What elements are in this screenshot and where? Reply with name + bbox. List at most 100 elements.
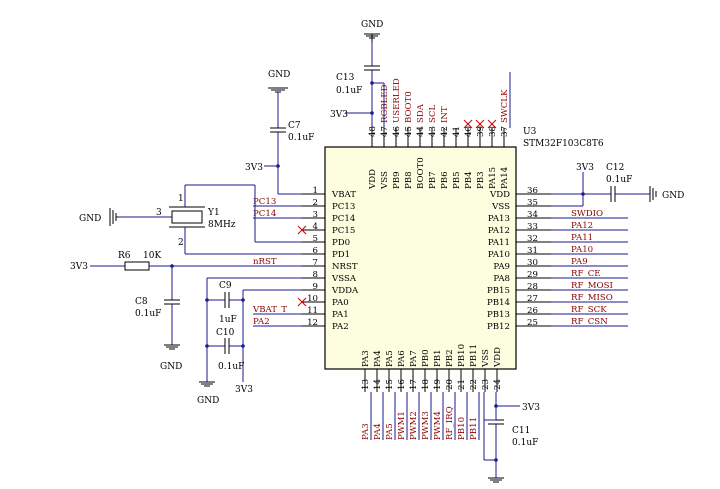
top-pin-group: 48VDD47VSSRGBLED46PB9USERLED45PB8BOOT044… [368, 72, 511, 190]
c11-ref: C11 [512, 426, 530, 436]
analog-decoupling: C9 1uF C10 0.1uF GND 3V3 [197, 277, 302, 406]
vdda-3v3-label: 3V3 [235, 385, 253, 395]
pin-45-name: PB8 [404, 171, 414, 189]
pin-33-number: 33 [527, 222, 538, 232]
pin-16-name: PA6 [397, 350, 407, 367]
gnd-label-c8: GND [160, 362, 182, 372]
pin-5-name: PD0 [332, 238, 350, 248]
pin-42-number: 42 [440, 126, 450, 137]
c7-ref: C7 [288, 121, 301, 131]
pin-46-number: 46 [392, 126, 402, 137]
pin-48-number: 48 [368, 126, 378, 137]
net-label-swdio: SWDIO [571, 209, 603, 219]
net-label-nrst: nRST [253, 257, 277, 267]
c8-ref: C8 [135, 297, 148, 307]
pin-12-name: PA2 [332, 322, 349, 332]
c10-ref: C10 [216, 328, 235, 338]
pin-23-name: VSS [481, 349, 491, 368]
pin-31-name: PA10 [488, 250, 510, 260]
net-label-pc14: PC14 [253, 209, 277, 219]
pin-28-number: 28 [527, 282, 538, 292]
pin-44-number: 44 [416, 126, 426, 137]
gnd-symbol-crystal: GND [79, 208, 118, 226]
c7-decoupling: GND C7 0.1uF 3V3 [245, 70, 314, 195]
pin-41-number: 41 [452, 126, 462, 137]
net-label-rf_miso: RF_MISO [571, 293, 613, 303]
pin-37-number: 37 [500, 126, 510, 137]
pin-21-number: 21 [457, 379, 467, 390]
net-label-pwm2: PWM2 [409, 411, 419, 440]
pin-23-number: 23 [481, 379, 491, 390]
c7-value: 0.1uF [288, 133, 314, 143]
net-label-rf_csn: RF_CSN [571, 317, 608, 327]
r6-3v3-label: 3V3 [70, 262, 88, 272]
pin-12-number: 12 [307, 318, 318, 328]
pin-34-number: 34 [527, 210, 538, 220]
net-label-rgbled: RGBLED [380, 84, 390, 123]
net-label-rf_mosi: RF_MOSI [571, 281, 613, 291]
net-label-pa4: PA4 [373, 423, 383, 440]
y1-ref: Y1 [207, 208, 220, 218]
c7-3v3-label: 3V3 [245, 163, 263, 173]
pin-38-number: 38 [488, 126, 498, 137]
pin-6-number: 6 [313, 246, 318, 256]
net-label-sda: SDA [416, 103, 426, 123]
pin-38-nc-mark [487, 119, 497, 129]
net-label-pa11: PA11 [571, 233, 593, 243]
pin-19-number: 19 [433, 379, 443, 390]
pin-26-name: PB13 [487, 310, 510, 320]
c11-3v3-label: 3V3 [522, 403, 540, 413]
pin-40-name: PB4 [464, 171, 474, 189]
c8-value: 0.1uF [135, 309, 161, 319]
pin-42-name: PB6 [440, 171, 450, 189]
net-label-pwm1: PWM1 [397, 411, 407, 440]
r6-value: 10K [143, 251, 161, 261]
pin-10-number: 10 [307, 294, 318, 304]
pin-39-nc-mark [475, 119, 485, 129]
c13-ref: C13 [336, 73, 355, 83]
pin-13-number: 13 [361, 379, 371, 390]
pin-38-name: PA15 [488, 167, 498, 189]
pin-1-number: 1 [313, 186, 318, 196]
gnd-label-analog: GND [197, 396, 219, 406]
pin-2-number: 2 [313, 198, 318, 208]
pin-22-number: 22 [469, 379, 479, 390]
pin-5-number: 5 [313, 234, 318, 244]
c9-ref: C9 [219, 281, 232, 291]
net-label-rf_ce: RF_CE [571, 269, 601, 279]
pin-21-name: PB10 [457, 344, 467, 367]
bottom-pin-group: PA313PA3PA414PA4PA515PA5PA616PWM1PA717PW… [361, 344, 503, 440]
pin-27-name: PB14 [487, 298, 511, 308]
pin-47-name: VSS [380, 171, 390, 190]
pin-35-name: VSS [491, 202, 510, 212]
pin-7-name: NRST [332, 262, 358, 272]
pin-35-number: 35 [527, 198, 538, 208]
net-label-rf_sck: RF_SCK [571, 305, 607, 315]
c11-decoupling: 3V3 C11 0.1uF [483, 392, 540, 483]
net-label-int: INT [440, 106, 450, 123]
chip-part-label: STM32F103C8T6 [523, 139, 604, 149]
pin-29-name: PA8 [493, 274, 510, 284]
pin-39-name: PB3 [476, 171, 486, 189]
pin-15-name: PA5 [385, 350, 395, 367]
net-label-pa3: PA3 [361, 423, 371, 440]
pin-8-name: VSSA [331, 274, 357, 284]
pin-29-number: 29 [527, 270, 538, 280]
pin-4-name: PC15 [332, 226, 355, 236]
pin-13-name: PA3 [361, 350, 371, 367]
pin-2-name: PC13 [332, 202, 355, 212]
pin-17-number: 17 [409, 379, 419, 390]
net-label-pc13: PC13 [253, 197, 276, 207]
pin-40-number: 40 [464, 126, 474, 137]
pin-17-name: PA7 [409, 350, 419, 367]
pin-41-name: PB5 [452, 171, 462, 189]
pin-32-number: 32 [527, 234, 538, 244]
net-label-pb10: PB10 [457, 417, 467, 440]
pin-26-number: 26 [527, 306, 538, 316]
pin-34-name: PA13 [488, 214, 510, 224]
r6-ref: R6 [118, 251, 131, 261]
pin-16-number: 16 [397, 379, 407, 390]
pin-37-name: PA14 [500, 166, 510, 189]
